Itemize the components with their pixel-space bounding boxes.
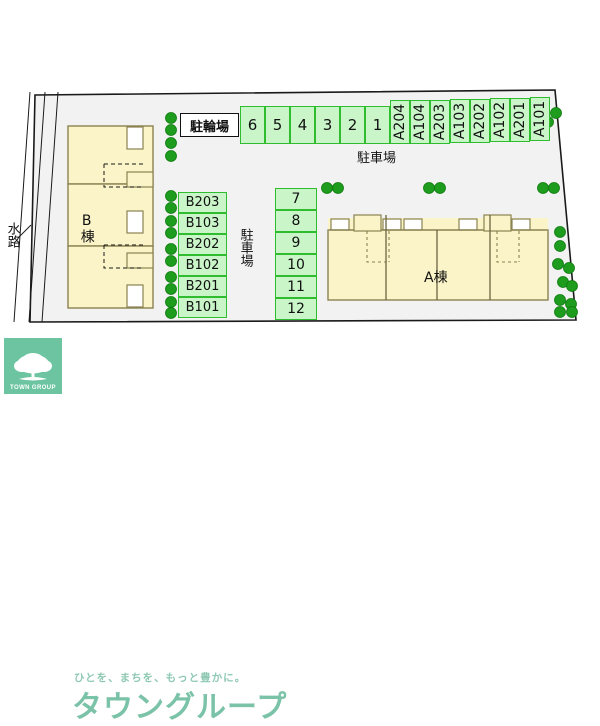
footer-branding: TOWN GROUP ひとを、まちを、もっと豊かに。 タウングループ xyxy=(0,330,600,725)
car-stall-8[interactable]: 8 xyxy=(275,210,317,232)
car-stall-12[interactable]: 12 xyxy=(275,298,317,320)
car-stall-10[interactable]: 10 xyxy=(275,254,317,276)
site-plan-svg xyxy=(13,89,578,323)
brand-name: タウングループ xyxy=(72,690,288,725)
waterway-label: 水路 xyxy=(4,222,20,248)
building-b-label: B棟 xyxy=(78,213,95,243)
bicycle-stall-1[interactable]: 1 xyxy=(365,106,390,144)
car-stall-a203[interactable]: A203 xyxy=(430,100,450,144)
car-stall-7[interactable]: 7 xyxy=(275,188,317,210)
bicycle-stall-5[interactable]: 5 xyxy=(265,106,290,144)
tree-icon-group xyxy=(165,107,578,319)
car-stall-a104[interactable]: A104 xyxy=(410,100,430,144)
car-stall-a201[interactable]: A201 xyxy=(510,98,530,142)
waterway-lines xyxy=(13,91,59,323)
logo-text: TOWN GROUP xyxy=(10,385,56,391)
waterway-tick xyxy=(17,224,32,239)
bicycle-parking-label: 駐輪場 xyxy=(180,113,239,137)
car-stall-a102[interactable]: A102 xyxy=(490,98,510,142)
car-stall-a101[interactable]: A101 xyxy=(530,97,550,141)
car-stall-a204[interactable]: A204 xyxy=(390,100,410,144)
car-stall-a103[interactable]: A103 xyxy=(450,99,470,143)
bicycle-parking-label-text: 駐輪場 xyxy=(189,119,229,135)
car-stall-b103[interactable]: B103 xyxy=(178,213,227,234)
building-b xyxy=(67,125,154,309)
car-stall-a202[interactable]: A202 xyxy=(470,99,490,143)
bicycle-stall-2[interactable]: 2 xyxy=(340,106,365,144)
building-a xyxy=(327,214,549,301)
car-stall-b101[interactable]: B101 xyxy=(178,297,227,318)
tree-logo-icon xyxy=(14,353,52,381)
town-group-logo: TOWN GROUP xyxy=(4,338,62,394)
car-stall-b102[interactable]: B102 xyxy=(178,255,227,276)
bicycle-stall-4[interactable]: 4 xyxy=(290,106,315,144)
bicycle-stall-3[interactable]: 3 xyxy=(315,106,340,144)
car-stall-11[interactable]: 11 xyxy=(275,276,317,298)
car-stall-9[interactable]: 9 xyxy=(275,232,317,254)
car-stall-b202[interactable]: B202 xyxy=(178,234,227,255)
bicycle-stall-6[interactable]: 6 xyxy=(240,106,265,144)
car-stall-b203[interactable]: B203 xyxy=(178,192,227,213)
car-stall-b201[interactable]: B201 xyxy=(178,276,227,297)
site-plan-map: 駐輪場 6 5 4 3 2 1 A204 A104 A203 A103 A202… xyxy=(0,0,600,330)
parking-area-label-vertical: 駐車場 xyxy=(237,228,253,267)
